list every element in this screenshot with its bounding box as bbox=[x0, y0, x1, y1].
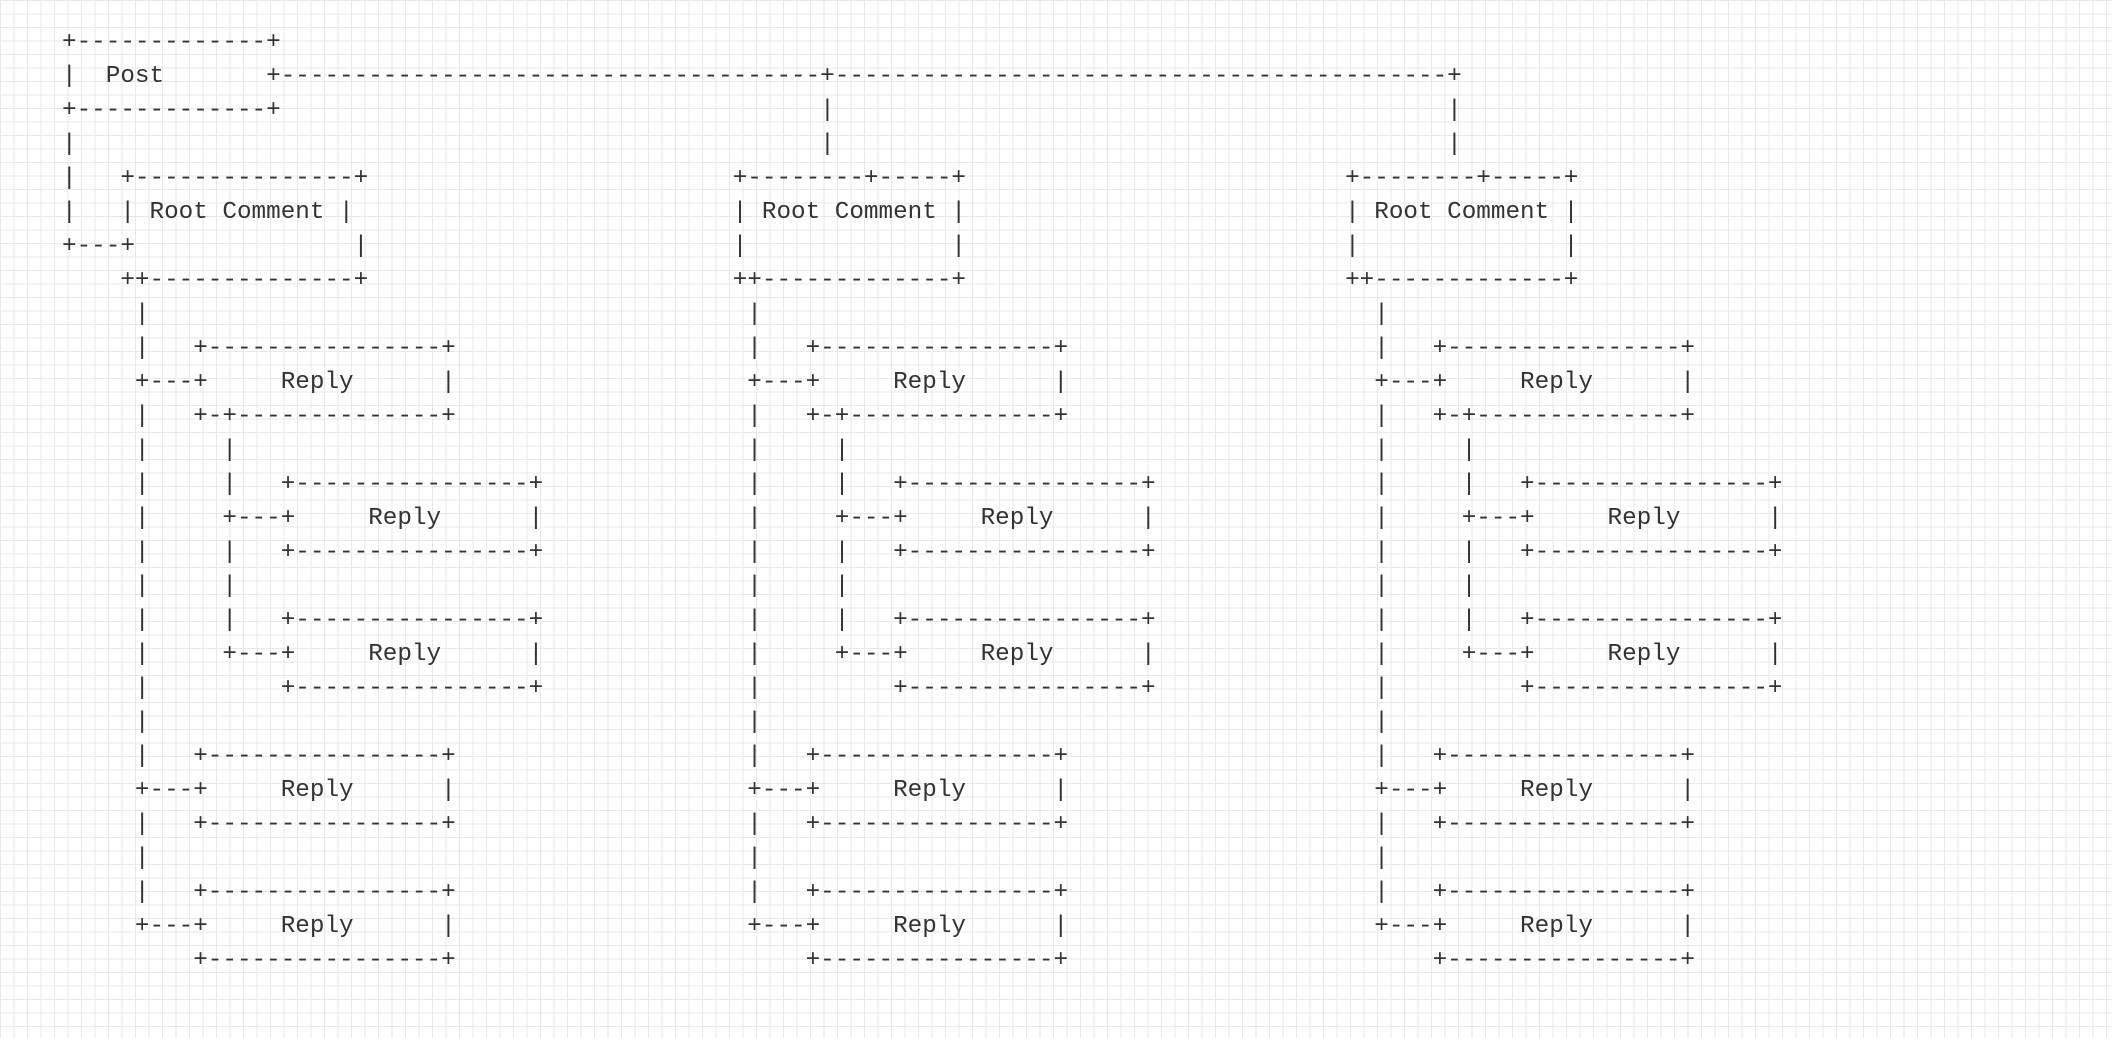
diagram-row: +----------------+ +----------------+ +-… bbox=[62, 947, 1696, 974]
diagram-row: | +---------------+ +--------+-----+ +--… bbox=[62, 165, 1579, 192]
diagram-row: | | | bbox=[62, 301, 1389, 328]
diagram-row: | +----------------+ | +----------------… bbox=[62, 879, 1696, 906]
diagram-row: | | +----------------+ | | +------------… bbox=[62, 471, 1783, 498]
diagram-row: +-------------+ bbox=[62, 29, 281, 56]
diagram-row: | +---+ Reply | | +---+ Reply | | +---+ … bbox=[62, 641, 1783, 668]
diagram-row: | | +----------------+ | | +------------… bbox=[62, 539, 1783, 566]
diagram-row: +---+ Reply | +---+ Reply | +---+ Reply … bbox=[62, 369, 1696, 396]
diagram-row: | +----------------+ | +----------------… bbox=[62, 335, 1696, 362]
diagram-row: | +---+ Reply | | +---+ Reply | | +---+ … bbox=[62, 505, 1783, 532]
diagram-row: | +----------------+ | +----------------… bbox=[62, 743, 1696, 770]
diagram-row: | | | | | | bbox=[62, 437, 1477, 464]
diagram-row: +-------------+ | | bbox=[62, 97, 1462, 124]
diagram-row: | | +----------------+ | | +------------… bbox=[62, 607, 1783, 634]
diagram-row: +---+ Reply | +---+ Reply | +---+ Reply … bbox=[62, 777, 1696, 804]
diagram-row: +---+ Reply | +---+ Reply | +---+ Reply … bbox=[62, 913, 1696, 940]
diagram-row: | | | bbox=[62, 131, 1462, 158]
diagram-row: | | Root Comment | | Root Comment | | Ro… bbox=[62, 199, 1579, 226]
diagram-row: | | | bbox=[62, 845, 1389, 872]
diagram-row: | Post +--------------------------------… bbox=[62, 63, 1462, 90]
diagram-row: | | | | | | bbox=[62, 573, 1477, 600]
diagram-row: | +-+--------------+ | +-+--------------… bbox=[62, 403, 1696, 430]
diagram-row: | +----------------+ | +----------------… bbox=[62, 811, 1696, 838]
diagram-row: +---+ | | | | | bbox=[62, 233, 1579, 260]
diagram-row: | +----------------+ | +----------------… bbox=[62, 675, 1783, 702]
diagram-row: ++--------------+ ++-------------+ ++---… bbox=[62, 267, 1579, 294]
diagram-row: | | | bbox=[62, 709, 1389, 736]
